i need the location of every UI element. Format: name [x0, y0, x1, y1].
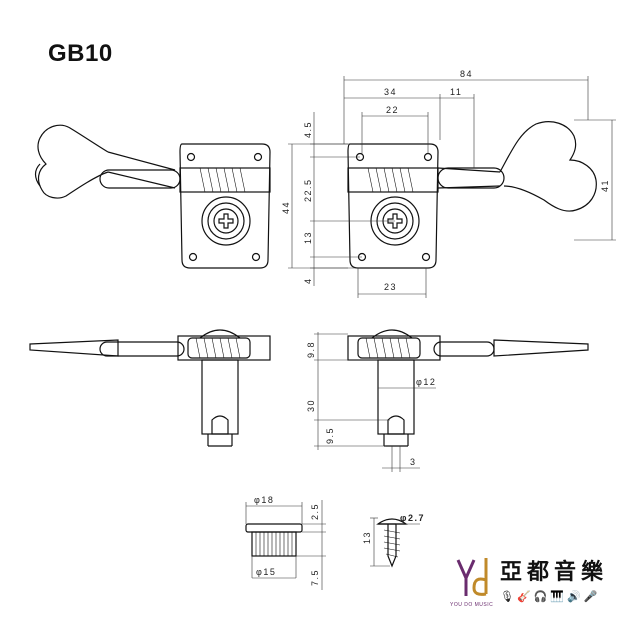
- model-title: GB10: [48, 40, 113, 67]
- dim-30: 30: [306, 399, 316, 412]
- headphones-icon: 🎧: [533, 590, 551, 603]
- mic-stand-icon: 🎤: [583, 590, 601, 603]
- right-tuner-front: [347, 121, 597, 269]
- dim-phi18: φ18: [254, 495, 274, 505]
- brand-tagline: YOU DO MUSIC: [450, 602, 494, 608]
- dim-11: 11: [450, 87, 462, 97]
- dim-3: 3: [410, 457, 417, 467]
- side-dimensions: 9.8 30 9.5 φ12 3: [306, 332, 436, 472]
- dim-34: 34: [384, 87, 397, 97]
- dim-4: 4: [303, 277, 313, 284]
- left-tuner-front: [34, 124, 271, 269]
- dim-13: 13: [303, 231, 313, 244]
- bushing: φ18 φ15 2.5 7.5: [245, 495, 326, 590]
- piano-icon: 🎹: [550, 590, 568, 603]
- dim-22: 22: [386, 105, 399, 115]
- dim-44: 44: [281, 201, 291, 214]
- dim-4-5: 4.5: [303, 121, 313, 138]
- dim-2-5: 2.5: [310, 503, 320, 520]
- left-stacked-dimensions: 44 4.5 22.5 13 4: [281, 112, 395, 286]
- screw: 13 φ2.7: [362, 513, 425, 568]
- microphone-icon: 🎙: [500, 590, 517, 603]
- brand-icons-row: 🎙🎸🎧🎹🔊🎤: [500, 590, 600, 603]
- yd-logo-icon: [456, 558, 488, 596]
- dim-phi12: φ12: [416, 377, 436, 387]
- dim-phi15: φ15: [256, 567, 276, 577]
- dim-9-5: 9.5: [325, 427, 335, 444]
- dim-41: 41: [600, 179, 610, 192]
- brand-block: 亞都音樂 YOU DO MUSIC 🎙🎸🎧🎹🔊🎤: [448, 552, 623, 612]
- dim-84: 84: [460, 69, 473, 79]
- dim-23: 23: [384, 282, 397, 292]
- dim-22-5: 22.5: [303, 178, 313, 202]
- tuner-button-right: [499, 121, 597, 212]
- left-tuner-side: [29, 329, 271, 447]
- top-dimensions: 84 34 11 22 23 41: [343, 69, 616, 298]
- tuner-button-left: [37, 124, 109, 199]
- brand-name: 亞都音樂: [500, 560, 609, 585]
- right-tuner-side: [347, 329, 589, 447]
- tuner-plate-left: [179, 143, 271, 269]
- dim-screw-13: 13: [362, 531, 372, 544]
- guitar-icon: 🎸: [516, 590, 534, 603]
- speaker-icon: 🔊: [567, 590, 584, 603]
- dim-phi2-7: φ2.7: [400, 513, 425, 523]
- dim-9-8: 9.8: [306, 341, 316, 358]
- dim-7-5: 7.5: [310, 569, 320, 586]
